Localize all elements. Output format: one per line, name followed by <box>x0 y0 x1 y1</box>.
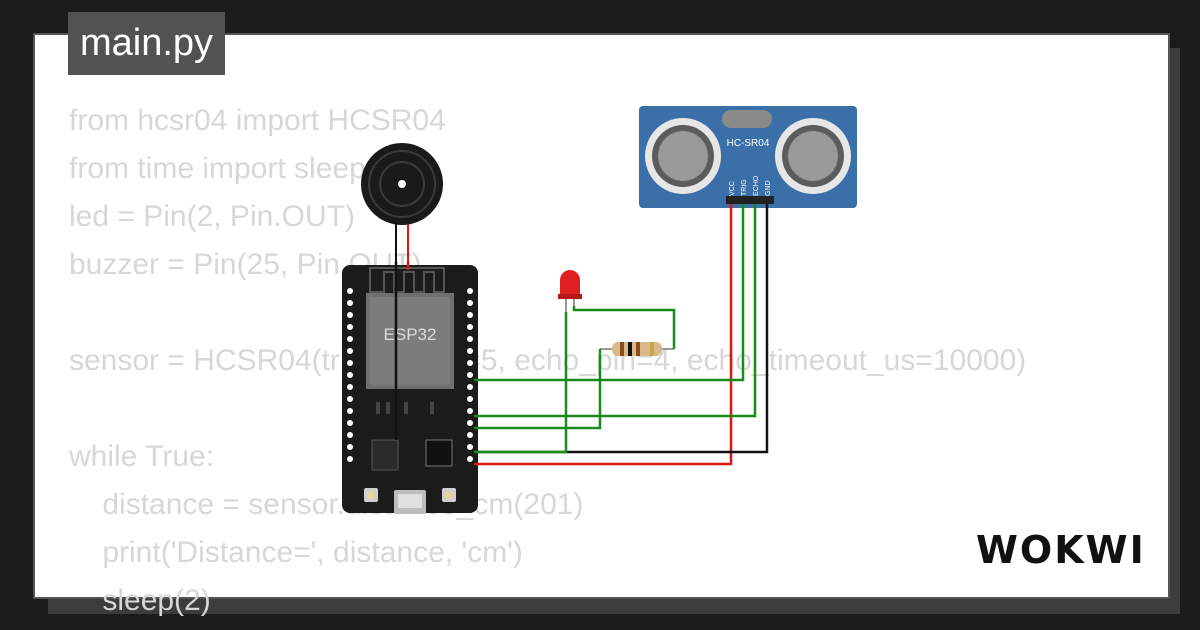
pin-label-trig: TRIG <box>741 179 748 196</box>
pin-label-vcc: VCC <box>729 181 736 196</box>
wire-led-resistor <box>572 306 676 349</box>
code-line: while True: <box>69 440 215 473</box>
hcsr04-sensor[interactable]: HC-SR04 VCC TRIG ECHO GND <box>639 106 857 208</box>
wires <box>394 204 769 466</box>
wire-gnd <box>474 204 769 454</box>
wire-echo <box>474 204 757 418</box>
code-line: from time import sleep <box>69 152 366 185</box>
code-line: sleep(2) <box>69 584 211 617</box>
esp32-label: ESP32 <box>384 325 437 344</box>
wire-trig <box>474 204 745 382</box>
resistor[interactable] <box>600 342 674 356</box>
buzzer[interactable] <box>361 143 443 225</box>
pin-label-gnd: GND <box>765 180 772 196</box>
wire-vcc <box>474 204 733 466</box>
wire-led <box>474 312 568 454</box>
code-line: led = Pin(2, Pin.OUT) <box>69 200 355 233</box>
code-line: print('Distance=', distance, 'cm') <box>69 536 523 569</box>
pin-label-echo: ECHO <box>753 175 760 196</box>
file-tab[interactable]: main.py <box>68 12 226 75</box>
esp32-board[interactable]: ESP32 <box>342 265 478 514</box>
wokwi-logo: WOKWI <box>976 528 1146 572</box>
code-line: buzzer = Pin(25, Pin.OUT) <box>69 248 422 281</box>
red-led[interactable] <box>558 270 582 312</box>
hcsr04-label: HC-SR04 <box>727 138 770 149</box>
code-line: from hcsr04 import HCSR04 <box>69 104 446 137</box>
wire-resistor <box>474 349 602 430</box>
